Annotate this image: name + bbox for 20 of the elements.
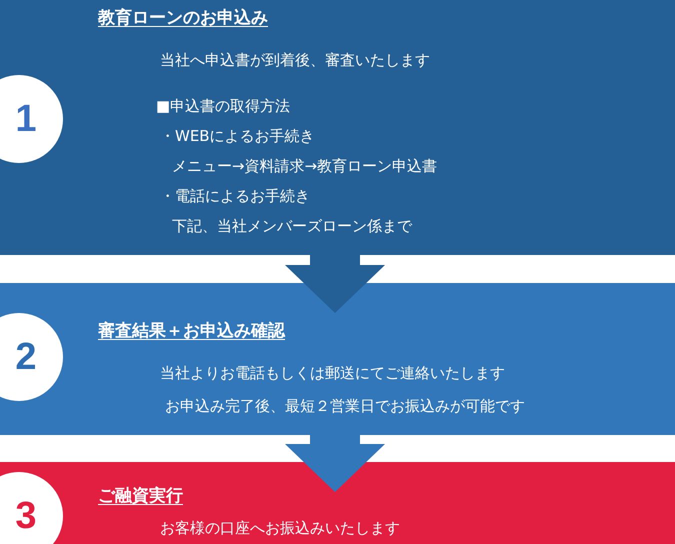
step-text: 当社へ申込書が到着後、審査いたします	[160, 50, 430, 70]
step-heading: 審査結果＋お申込み確認	[98, 321, 285, 341]
step-band	[0, 462, 675, 544]
step-text: 下記、当社メンバーズローン係まで	[172, 216, 412, 236]
step-number: 3	[14, 494, 37, 538]
step-heading: ご融資実行	[98, 486, 183, 506]
step-text: お客様の口座へお振込みいたします	[160, 518, 400, 538]
step-text: ・WEBによるお手続き	[160, 126, 315, 146]
step-text: メニュー→資料請求→教育ローン申込書	[172, 156, 438, 176]
step-number: 1	[14, 98, 37, 140]
step-heading: 教育ローンのお申込み	[98, 8, 268, 28]
step-text: お申込み完了後、最短２営業日でお振込みが可能です	[165, 396, 525, 416]
step-text: ■申込書の取得方法	[156, 96, 290, 116]
step-number: 2	[14, 336, 37, 378]
step-band	[0, 283, 675, 435]
step-text: ・電話によるお手続き	[160, 186, 310, 206]
step-text: 当社よりお電話もしくは郵送にてご連絡いたします	[160, 363, 505, 383]
flow-arrow	[285, 435, 385, 492]
flow-arrow	[285, 255, 385, 313]
step-band	[0, 0, 675, 255]
